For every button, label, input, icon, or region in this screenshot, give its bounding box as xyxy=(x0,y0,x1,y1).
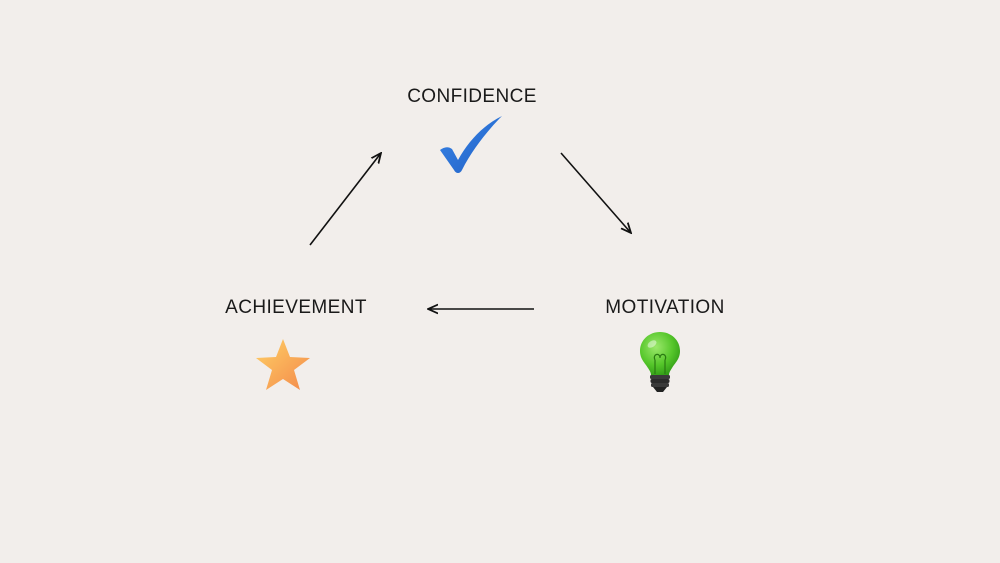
achievement-label: ACHIEVEMENT xyxy=(225,297,367,318)
star-icon xyxy=(256,339,310,390)
lightbulb-icon xyxy=(640,332,680,392)
checkmark-icon xyxy=(440,116,502,173)
arrow-confidence-to-motivation xyxy=(560,152,631,233)
motivation-label: MOTIVATION xyxy=(605,297,725,318)
arrow-achievement-to-confidence xyxy=(309,153,381,246)
confidence-label: CONFIDENCE xyxy=(407,86,537,107)
